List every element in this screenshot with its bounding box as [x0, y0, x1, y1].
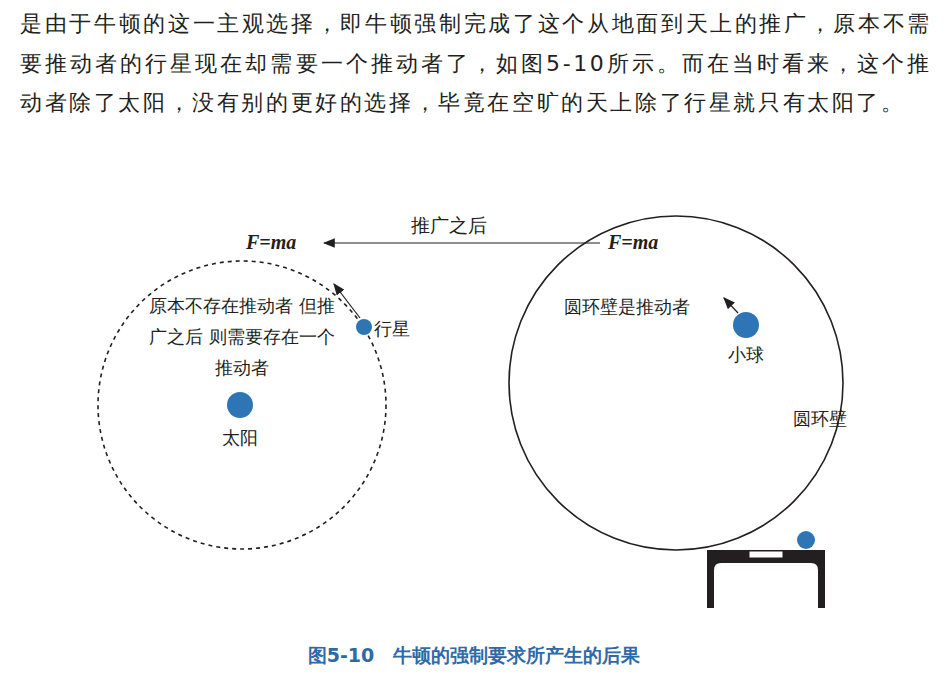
ring-outline	[509, 216, 843, 550]
planet: 行星	[356, 319, 416, 337]
velocity-arrow	[334, 284, 360, 318]
sun: 太阳	[220, 392, 260, 454]
ring-wall-shape	[508, 215, 844, 551]
ring-wall: 圆环壁是推动者圆环壁 小球	[508, 215, 844, 551]
arrow-label: 推广之后	[411, 213, 487, 239]
formula: F=ma	[608, 231, 658, 254]
velocity-arrow	[724, 298, 738, 313]
formula: F=ma	[246, 231, 296, 254]
ball: 小球	[721, 312, 771, 368]
node-text: 太阳	[220, 426, 260, 450]
orbit-circle: 原本不存在推动者 但推广之后 则需要存在一个推动者太阳行星	[97, 260, 387, 550]
generalize-arrow	[324, 242, 600, 243]
sun-disc	[227, 392, 253, 418]
node-text: 行星	[374, 317, 410, 341]
body-paragraph: 是由于牛顿的这一主观选择，即牛顿强制完成了这个从地面到天上的推广，原本不需要推动…	[20, 4, 932, 123]
ball-disc	[733, 312, 759, 338]
figure-caption: 图5-10 牛顿的强制要求所产生的后果	[0, 643, 948, 669]
node-text: 原本不存在推动者 但推广之后 则需要存在一个推动者	[142, 290, 342, 383]
orbit-outline	[98, 261, 386, 549]
node-text: 小球	[721, 343, 771, 367]
planet-dot	[356, 319, 372, 335]
node-text: 圆环壁	[793, 407, 847, 431]
node-text: 圆环壁是推动者	[564, 295, 690, 319]
